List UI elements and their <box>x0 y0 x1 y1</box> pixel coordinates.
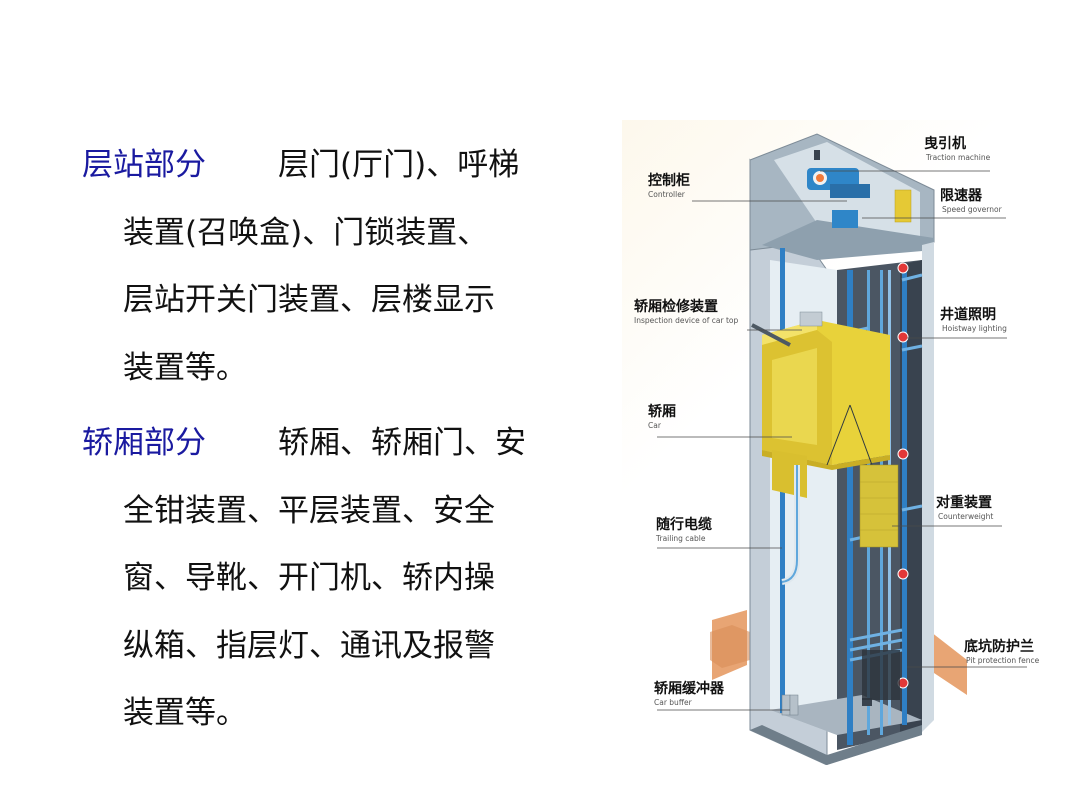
section-line: 轿厢部分 轿厢、轿厢门、安 <box>82 418 572 486</box>
section-line: 装置等。 <box>123 695 247 731</box>
label-car-buffer: 轿厢缓冲器 Car buffer <box>654 681 724 708</box>
label-zh: 轿厢缓冲器 <box>654 681 724 697</box>
label-en: Car <box>648 421 661 430</box>
section-car: 轿厢部分 轿厢、轿厢门、安 全钳装置、平层装置、安全 窗、导靴、开门机、轿内操 纵… <box>82 418 572 756</box>
label-zh: 底坑防护兰 <box>964 639 1034 655</box>
label-zh: 对重装置 <box>936 495 992 511</box>
section-heading: 轿厢部分 <box>82 425 206 461</box>
label-en: Controller <box>648 190 685 199</box>
label-zh: 曳引机 <box>924 136 966 152</box>
label-zh: 井道照明 <box>940 307 996 323</box>
label-en: Traction machine <box>926 153 991 162</box>
label-controller: 控制柜 Controller <box>648 173 690 200</box>
label-zh: 轿厢检修装置 <box>634 299 718 315</box>
label-en: Car buffer <box>654 698 692 707</box>
elevator-diagram: 曳引机 Traction machine 控制柜 Controller 限速器 … <box>622 120 1060 765</box>
section-line: 层站开关门装置、层楼显示 <box>123 282 495 318</box>
label-hoistway-lighting: 井道照明 Hoistway lighting <box>940 307 1007 334</box>
label-zh: 控制柜 <box>648 173 690 189</box>
label-en: Counterweight <box>938 512 994 521</box>
section-line: 装置等。 <box>123 349 247 386</box>
section-line: 装置(召唤盒)、门锁装置、 <box>123 214 489 251</box>
section-line: 全钳装置、平层装置、安全 <box>123 492 495 529</box>
label-traction-machine: 曳引机 Traction machine <box>924 136 990 163</box>
section-landing: 层站部分 层门(厅门)、呼梯 装置(召唤盒)、门锁装置、 层站开关门装置、层楼显示… <box>82 140 572 410</box>
section-heading: 层站部分 <box>82 147 206 183</box>
label-zh: 轿厢 <box>648 404 676 420</box>
label-car-top-inspection: 轿厢检修装置 Inspection device of car top <box>634 299 738 326</box>
label-counterweight: 对重装置 Counterweight <box>936 495 993 522</box>
label-en: Trailing cable <box>656 534 706 543</box>
section-line: 窗、导靴、开门机、轿内操 <box>123 560 495 596</box>
label-en: Pit protection fence <box>966 656 1040 665</box>
label-en: Speed governor <box>942 205 1002 214</box>
label-en: Hoistway lighting <box>942 324 1007 333</box>
label-pit-protection-fence: 底坑防护兰 Pit protection fence <box>964 639 1039 666</box>
label-zh: 限速器 <box>940 188 982 204</box>
label-car: 轿厢 Car <box>648 404 676 431</box>
label-zh: 随行电缆 <box>656 517 712 533</box>
section-text: 轿厢、轿厢门、安 <box>278 425 526 461</box>
label-en: Inspection device of car top <box>634 316 739 325</box>
elevator-shaft-illustration <box>657 133 1027 765</box>
label-trailing-cable: 随行电缆 Trailing cable <box>656 517 712 544</box>
section-line: 纵箱、指层灯、通讯及报警 <box>123 627 495 664</box>
section-text: 层门(厅门)、呼梯 <box>278 147 520 183</box>
label-speed-governor: 限速器 Speed governor <box>940 188 1002 215</box>
section-line: 层站部分 层门(厅门)、呼梯 <box>82 140 572 208</box>
